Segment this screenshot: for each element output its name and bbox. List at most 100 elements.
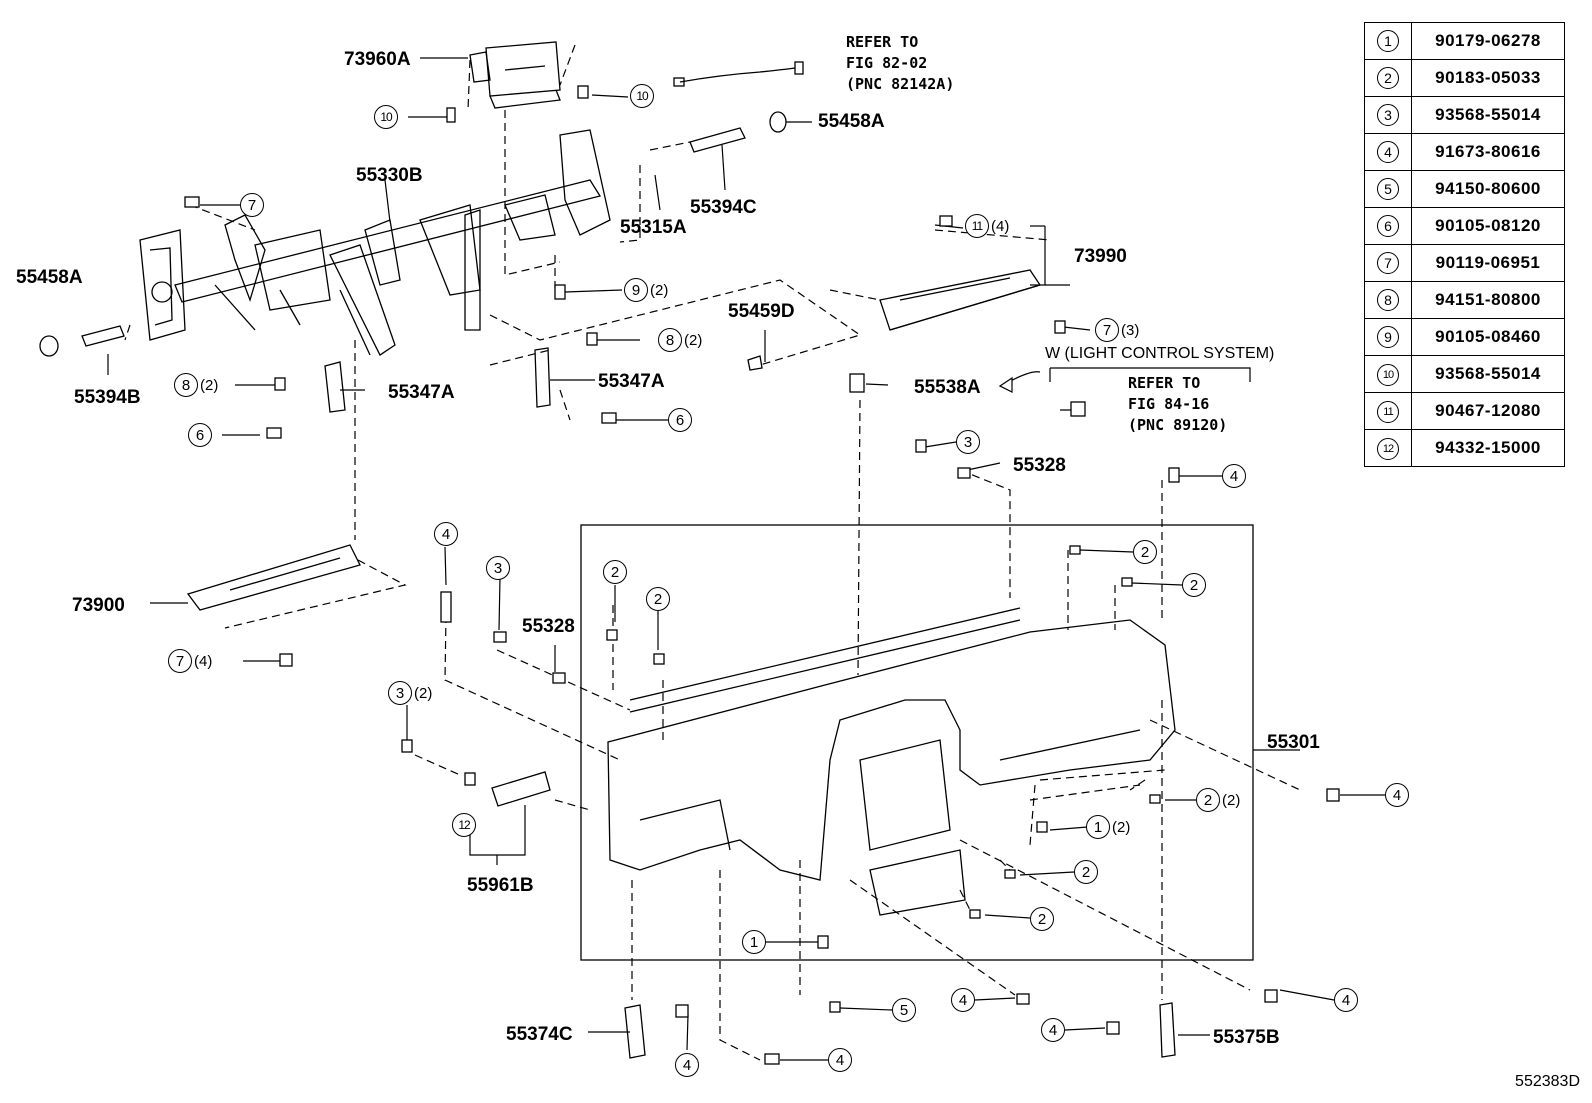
callout: 6	[668, 408, 692, 432]
legend-part-number: 90179-06278	[1411, 22, 1565, 60]
legend-callout: 12	[1377, 437, 1399, 460]
callout: 2	[1074, 860, 1098, 884]
instrument-panel	[607, 607, 1176, 916]
legend-num-cell: 9	[1364, 318, 1412, 356]
legend-callout: 8	[1377, 289, 1399, 311]
legend-num-cell: 1	[1364, 22, 1412, 60]
legend-callout: 2	[1377, 67, 1399, 89]
callout: 3	[388, 681, 412, 705]
callout: 2	[1196, 788, 1220, 812]
callout: 4	[828, 1048, 852, 1072]
legend-part-number: 90119-06951	[1411, 244, 1565, 282]
bracket-73900	[186, 544, 361, 611]
legend-row: 1 90179-06278	[1364, 22, 1565, 60]
callout: 4	[1334, 988, 1358, 1012]
legend-num-cell: 6	[1364, 207, 1412, 245]
callout-qty: (4)	[991, 218, 1010, 235]
callout: 4	[434, 522, 458, 546]
callout-qty: (2)	[200, 377, 219, 394]
legend-part-number: 93568-55014	[1411, 96, 1565, 134]
part-55375B: 55375B	[1213, 1027, 1280, 1048]
callout: 10	[374, 105, 398, 129]
legend-num-cell: 12	[1364, 429, 1412, 467]
dashboard-frame	[580, 524, 1254, 961]
legend-callout: 9	[1377, 326, 1399, 348]
callout: 6	[188, 423, 212, 447]
callout: 11	[965, 214, 989, 238]
legend-num-cell: 7	[1364, 244, 1412, 282]
callout: 2	[603, 560, 627, 584]
bolt-55394C	[689, 127, 746, 153]
callout: 2	[646, 587, 670, 611]
callout-qty: (3)	[1121, 322, 1140, 339]
legend-num-cell: 4	[1364, 133, 1412, 171]
callout: 10	[630, 84, 654, 108]
legend-callout: 10	[1377, 363, 1399, 386]
legend-callout: 1	[1377, 30, 1399, 52]
callout: 4	[1222, 464, 1246, 488]
callout-qty: (2)	[684, 332, 703, 349]
legend-row: 12 94332-15000	[1364, 429, 1565, 467]
callout: 7	[240, 193, 264, 217]
part-73900: 73900	[72, 595, 125, 616]
legend-num-cell: 5	[1364, 170, 1412, 208]
legend-part-number: 91673-80616	[1411, 133, 1565, 171]
legend-callout: 3	[1377, 104, 1399, 126]
callout: 8	[658, 328, 682, 352]
callout: 3	[486, 556, 510, 580]
legend-row: 8 94151-80800	[1364, 281, 1565, 319]
legend-part-number: 90467-12080	[1411, 392, 1565, 430]
diagram-id: 552383D	[1515, 1073, 1580, 1090]
legend-part-number: 90183-05033	[1411, 59, 1565, 97]
note-refer-fig-82: REFER TO FIG 82-02 (PNC 82142A)	[846, 33, 955, 93]
callout: 8	[174, 373, 198, 397]
legend-num-cell: 2	[1364, 59, 1412, 97]
callout: 2	[1182, 573, 1206, 597]
top-module	[469, 41, 561, 109]
callout: 1	[1086, 815, 1110, 839]
harness	[679, 67, 796, 83]
legend-num-cell: 3	[1364, 96, 1412, 134]
callout-qty: (2)	[1112, 819, 1131, 836]
part-73960A: 73960A	[344, 49, 411, 70]
callout: 4	[675, 1053, 699, 1077]
legend-row: 10 93568-55014	[1364, 355, 1565, 393]
part-55330B: 55330B	[356, 165, 423, 186]
part-55315A: 55315A	[620, 217, 687, 238]
callout: 4	[951, 988, 975, 1012]
legend-part-number: 94151-80800	[1411, 281, 1565, 319]
callout: 2	[1133, 540, 1157, 564]
legend-num-cell: 10	[1364, 355, 1412, 393]
callout: 5	[892, 998, 916, 1022]
callout: 4	[1385, 783, 1409, 807]
legend-part-number: 93568-55014	[1411, 355, 1565, 393]
legend-row: 2 90183-05033	[1364, 59, 1565, 97]
legend-num-cell: 11	[1364, 392, 1412, 430]
legend-part-number: 94150-80600	[1411, 170, 1565, 208]
part-55458A-top: 55458A	[818, 111, 885, 132]
callout: 1	[742, 930, 766, 954]
callout-qty: (2)	[1222, 792, 1241, 809]
part-55347A-mid: 55347A	[598, 371, 665, 392]
legend-part-number: 94332-15000	[1411, 429, 1565, 467]
callout: 7	[168, 649, 192, 673]
cross-car-beam	[139, 129, 611, 356]
part-55394B: 55394B	[74, 387, 141, 408]
legend-part-number: 90105-08120	[1411, 207, 1565, 245]
note-light-control: W (LIGHT CONTROL SYSTEM)	[1045, 345, 1275, 362]
legend-num-cell: 8	[1364, 281, 1412, 319]
callout: 4	[1041, 1018, 1065, 1042]
callout: 3	[956, 430, 980, 454]
part-55538A: 55538A	[914, 377, 981, 398]
callout-qty: (2)	[414, 685, 433, 702]
